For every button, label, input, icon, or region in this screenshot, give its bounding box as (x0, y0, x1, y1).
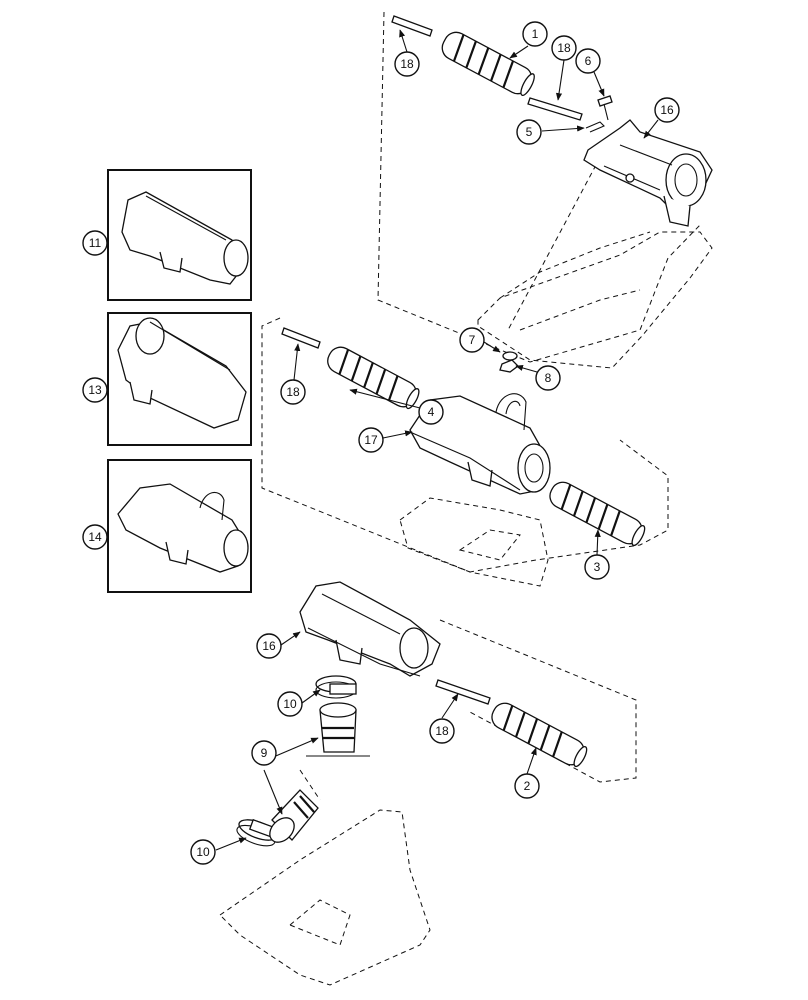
leader-lines (215, 29, 659, 851)
svg-text:9: 9 (261, 746, 268, 760)
variant-box-14 (107, 459, 252, 593)
svg-text:2: 2 (524, 779, 531, 793)
callout-18-top-right: 18 (551, 35, 577, 61)
key-pin-lower (435, 679, 491, 705)
callout-18-middle: 18 (280, 379, 306, 405)
svg-text:18: 18 (286, 385, 300, 399)
alignment-line-upper (507, 164, 597, 331)
callout-17: 17 (358, 427, 384, 453)
nut-8 (499, 359, 519, 373)
callout-5: 5 (516, 119, 542, 145)
callout-3: 3 (584, 554, 610, 580)
callout-1: 1 (522, 21, 548, 47)
svg-text:13: 13 (88, 383, 102, 397)
key-pin-middle (281, 327, 321, 349)
spring-pin-5 (585, 121, 605, 133)
grip-2 (491, 702, 588, 768)
svg-text:4: 4 (428, 405, 435, 419)
variant-box-11 (107, 169, 252, 301)
callout-4: 4 (418, 399, 444, 425)
washer-7 (502, 351, 518, 361)
middle-mounting-bracket (399, 497, 549, 587)
svg-text:10: 10 (283, 697, 297, 711)
key-pin-upper-left (391, 15, 433, 37)
svg-text:1: 1 (532, 27, 539, 41)
callout-16-top: 16 (654, 97, 680, 123)
svg-text:16: 16 (660, 103, 674, 117)
svg-text:3: 3 (594, 560, 601, 574)
svg-text:5: 5 (526, 125, 533, 139)
key-pin-upper-right (527, 97, 583, 121)
upper-mounting-bracket (477, 231, 713, 369)
screw-6 (597, 95, 613, 121)
svg-text:6: 6 (585, 54, 592, 68)
alignment-line-lower (299, 769, 321, 801)
lower-assembly-boundary (439, 619, 637, 783)
callout-6: 6 (575, 48, 601, 74)
housing-middle (409, 393, 551, 495)
callout-9: 9 (251, 740, 277, 766)
callout-11: 11 (82, 230, 108, 256)
housing-lower (299, 581, 441, 677)
lower-mounting-bracket (219, 809, 431, 986)
variant-box-13 (107, 312, 252, 446)
callout-10-lower: 10 (190, 839, 216, 865)
callout-18-lower: 18 (429, 718, 455, 744)
callout-13: 13 (82, 377, 108, 403)
callout-16-bottom: 16 (256, 633, 282, 659)
callout-2: 2 (514, 773, 540, 799)
callout-7: 7 (459, 327, 485, 353)
svg-text:17: 17 (364, 433, 378, 447)
grip-3 (549, 481, 646, 547)
svg-text:16: 16 (262, 639, 276, 653)
hose-lower (269, 789, 319, 843)
middle-assembly-boundary (261, 317, 669, 573)
housing-upper (583, 119, 713, 227)
hose-upper (306, 702, 370, 757)
callout-14: 14 (82, 524, 108, 550)
svg-text:10: 10 (196, 845, 210, 859)
grip-1 (441, 31, 535, 97)
svg-text:7: 7 (469, 333, 476, 347)
svg-text:8: 8 (545, 371, 552, 385)
hose-clamp-upper (315, 675, 357, 699)
callout-18-top-left: 18 (394, 51, 420, 77)
svg-text:11: 11 (89, 236, 102, 250)
svg-text:18: 18 (400, 57, 414, 71)
grip-4 (327, 346, 420, 410)
svg-text:18: 18 (557, 41, 571, 55)
svg-text:18: 18 (435, 724, 449, 738)
callout-10-upper: 10 (277, 691, 303, 717)
callout-8: 8 (535, 365, 561, 391)
upper-assembly-boundary (377, 11, 701, 363)
svg-text:14: 14 (88, 530, 102, 544)
